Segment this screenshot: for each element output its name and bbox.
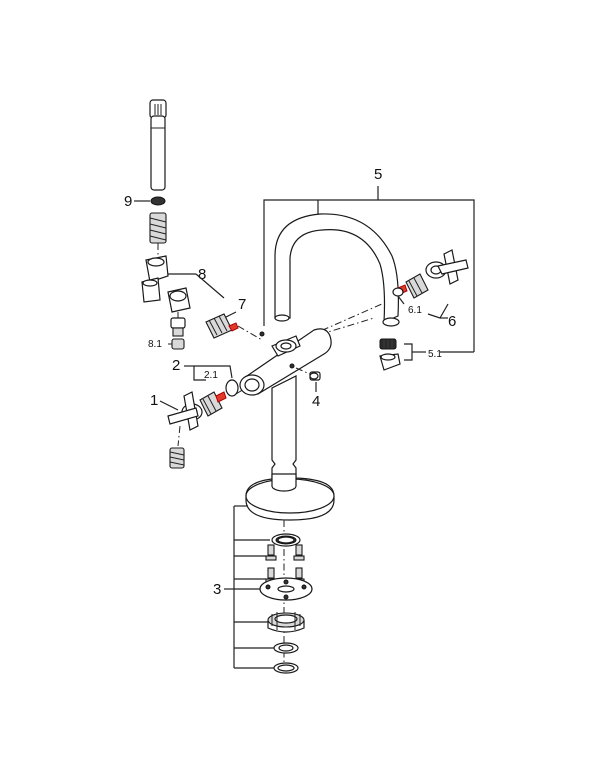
valve-assembly-left (167, 391, 227, 431)
mixer-body (239, 328, 332, 396)
callout-5: 5 (374, 166, 382, 183)
washer-icon (150, 196, 166, 206)
shower-holder (141, 255, 169, 303)
mounting-kit (259, 533, 313, 674)
plug (309, 371, 321, 381)
o-ring-icon (225, 379, 239, 397)
hand-shower (149, 99, 167, 191)
spout-clip (379, 353, 401, 371)
callout-5-1: 5.1 (428, 349, 442, 360)
floor-rosette (245, 473, 335, 521)
wall-elbow (167, 287, 191, 313)
callout-6-1: 6.1 (408, 305, 422, 316)
callout-1: 1 (150, 392, 158, 409)
callout-8-1: 8.1 (148, 339, 162, 350)
callout-3: 3 (213, 581, 221, 598)
o-ring-icon (392, 287, 404, 297)
aerator (379, 338, 397, 350)
adapter-8-1 (170, 317, 186, 337)
callout-9: 9 (124, 193, 132, 210)
nut-icon (171, 338, 185, 350)
callout-8: 8 (198, 266, 206, 283)
callout-6: 6 (448, 313, 456, 330)
valve-assembly-right (397, 249, 469, 299)
hose-connector (169, 447, 185, 469)
callout-4: 4 (312, 393, 320, 410)
callout-2: 2 (172, 357, 180, 374)
bolt-icon (265, 544, 305, 561)
callout-7: 7 (238, 296, 246, 313)
callout-2-1: 2.1 (204, 370, 218, 381)
spout (274, 213, 400, 327)
diverter-cartridge (205, 313, 239, 339)
hose-nut (149, 212, 167, 244)
